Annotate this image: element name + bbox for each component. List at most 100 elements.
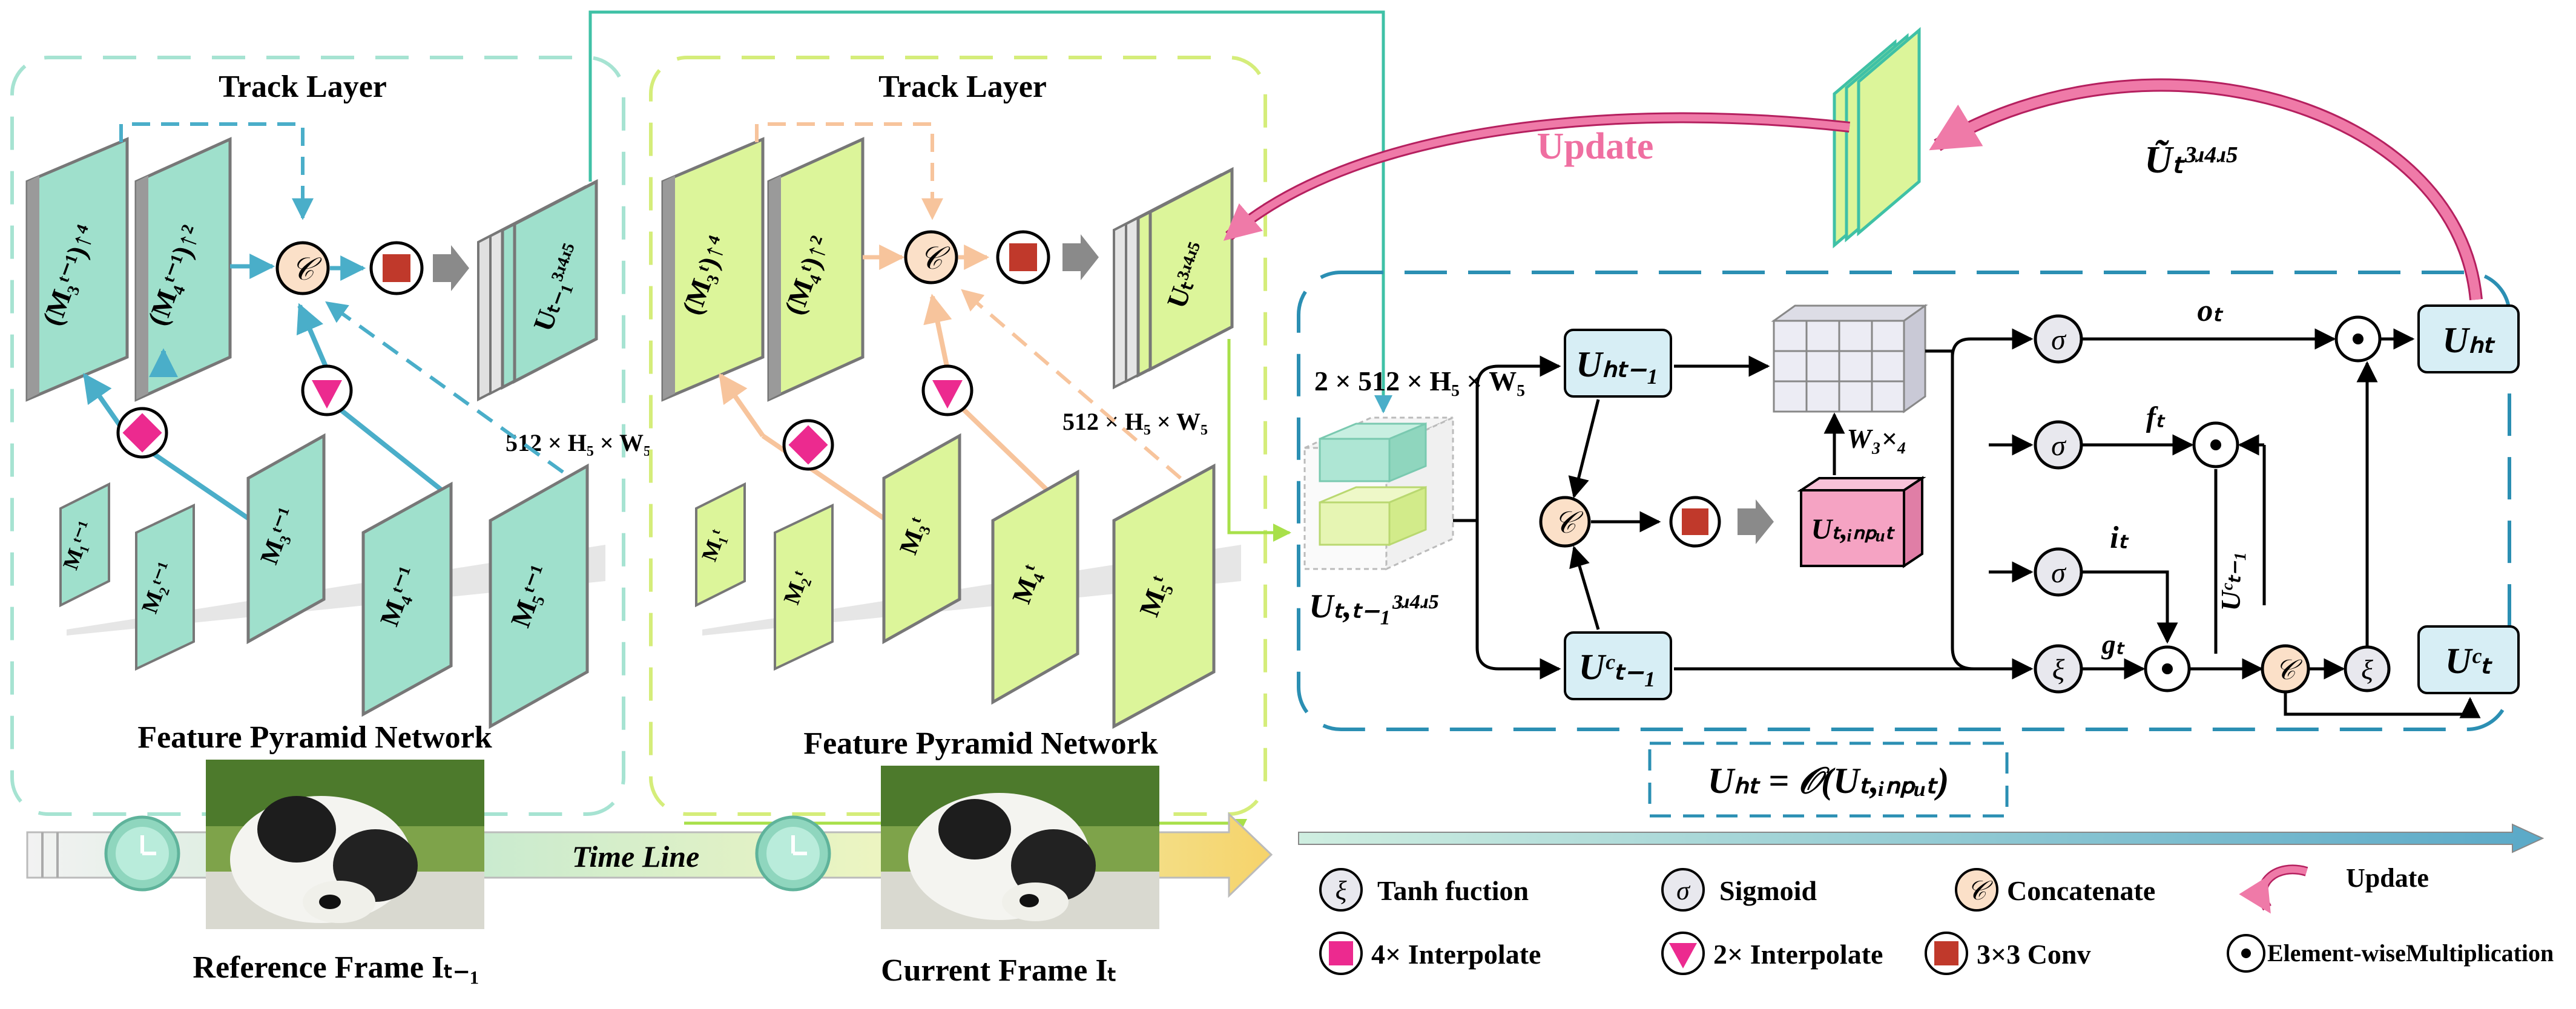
middle-top-layer-1: (M₃ᵗ)↑⁴ xyxy=(661,137,765,402)
final-concat-node xyxy=(2261,644,2310,694)
line-to-uh-prev xyxy=(1475,355,1561,521)
left-pyramid-base xyxy=(67,545,605,636)
left-gray-arrow xyxy=(433,245,469,291)
clock-icon xyxy=(755,815,831,892)
middle-pyramid-m5: M₅ᵗ xyxy=(1112,463,1216,729)
left-output-stack: Uₜ₋₁³ʴ⁴ʴ⁵ xyxy=(477,179,598,402)
left-top-layer-1: (M₃ᵗ⁻¹)↑⁴ xyxy=(25,137,129,402)
middle-arrow-m4-interp xyxy=(961,407,1049,492)
middle-interp4-shape xyxy=(788,425,828,465)
mult-o-dot xyxy=(2353,334,2364,344)
sigma-f-symbol: σ xyxy=(2051,430,2067,462)
formula-box xyxy=(1648,741,2009,818)
middle-dashed-m5 xyxy=(961,289,1182,480)
ot-label: oₜ xyxy=(2197,294,2224,328)
xi-g-node xyxy=(2034,644,2083,694)
middle-pyramid-base xyxy=(702,545,1241,636)
uh-out-box xyxy=(2417,304,2520,373)
legend-interp2: 2× Interpolate xyxy=(1661,932,1883,975)
middle-fpn-title: Feature Pyramid Network xyxy=(803,726,1158,761)
sigma-f-node xyxy=(2034,420,2083,470)
middle-pyramid-m2: M₂ᵗ xyxy=(774,503,834,671)
legend-interp4: 4× Interpolate xyxy=(1319,932,1541,975)
middle-dim-label: 512 × H₅ × W₅ xyxy=(1062,408,1208,435)
weight-label: W₃×₄ xyxy=(1846,423,1906,454)
legend: ξ Tanh fuction σ Sigmoid 𝒞 Concatenate U… xyxy=(1319,863,2554,975)
uc-out-box xyxy=(2417,625,2520,694)
tanh-icon xyxy=(1319,868,1363,912)
middle-interp2-shape xyxy=(932,380,963,409)
it-label: iₜ xyxy=(2110,521,2129,555)
legend-conv-label: 3×3 Conv xyxy=(1977,939,2091,970)
update-panel: Update Ũₜ³ʴ⁴ʴ⁵ 2 × 512 × H₅ × W₅ Uₜ,ₜ₋₁³… xyxy=(1223,27,2545,853)
gt-label: gₜ xyxy=(2101,629,2126,660)
middle-panel: Track Layer (M₃ᵗ)↑⁴ (M₄ᵗ)↑² 𝒞 Uₜ³ʴ⁴ʴ⁵ 51… xyxy=(649,56,1267,816)
left-interp2-shape xyxy=(312,380,342,409)
update-icon xyxy=(2239,866,2308,914)
mult-f-dot xyxy=(2210,439,2221,450)
left-top-layer-2: (M₄ᵗ⁻¹)↑² xyxy=(134,137,232,402)
legend-tanh-label: Tanh fuction xyxy=(1377,875,1529,906)
legend-interp2-label: 2× Interpolate xyxy=(1713,939,1883,970)
conv-icon-square xyxy=(1934,941,1958,965)
timeline: Time Line xyxy=(26,760,1273,988)
legend-concatenate: 𝒞 Concatenate xyxy=(1955,868,2155,912)
left-dashed-m5 xyxy=(325,301,564,474)
line-to-uc-prev xyxy=(1475,521,1561,680)
current-frame-caption: Current Frame Iₜ xyxy=(881,953,1117,988)
uh-prev-label: Uₕₜ₋₁ xyxy=(1576,344,1659,384)
xi-c-symbol: ξ xyxy=(2361,654,2373,685)
middle-output-stack: Uₜ³ʴ⁴ʴ⁵ xyxy=(1113,166,1234,390)
xi-g-symbol: ξ xyxy=(2052,654,2065,686)
reference-frame-caption: Reference Frame Iₜ₋₁ xyxy=(193,950,479,985)
legend-update-label: Update xyxy=(2346,863,2429,893)
sigmoid-icon xyxy=(1661,868,1705,912)
left-pyramid-m4: M₄ᵗ⁻¹ xyxy=(361,481,453,717)
update-gray-arrow xyxy=(1738,499,1774,544)
left-concat-node xyxy=(275,241,330,295)
to-sigma-o xyxy=(1951,328,2034,358)
legend-interp4-label: 4× Interpolate xyxy=(1371,939,1541,970)
it-line xyxy=(2083,570,2178,644)
concat-to-uct xyxy=(2284,693,2481,718)
timeline-label: Time Line xyxy=(572,840,700,873)
legend-conv: 3×3 Conv xyxy=(1925,932,2091,975)
sigmoid-symbol: σ xyxy=(1676,876,1691,905)
interp2-icon-triangle xyxy=(1669,943,1697,968)
left-pyramid-m3: M₃ᵗ⁻¹ xyxy=(246,433,326,645)
pink-update-arrow-from-uht xyxy=(1929,80,2481,300)
clock-icon xyxy=(104,815,180,892)
updated-feature-stack xyxy=(1833,27,1921,249)
uh-to-concat xyxy=(1568,399,1600,499)
update-conv-square xyxy=(1682,508,1708,535)
middle-arrow-interp-top1 xyxy=(718,373,765,438)
left-fpn-title: Feature Pyramid Network xyxy=(137,720,492,755)
middle-dashed-feedback xyxy=(755,122,943,220)
left-pyramid-m2: M₂ᵗ⁻¹ xyxy=(135,503,195,671)
weight-grid xyxy=(1771,304,1928,413)
gate-trunk xyxy=(1951,351,1974,671)
sigma-i-node xyxy=(2034,547,2083,597)
xi-c-node xyxy=(2344,645,2391,692)
formula-text: Uₕₜ = 𝒪(Uₜ,ᵢₙₚᵤₜ) xyxy=(1708,761,1949,801)
middle-gray-arrow xyxy=(1062,234,1099,280)
mult-i-dot xyxy=(2162,663,2173,674)
middle-arrow-interp-concat xyxy=(923,294,952,370)
middle-pyramid-m4: M₄ᵗ xyxy=(991,469,1079,705)
left-track-layer-title: Track Layer xyxy=(219,70,387,104)
uh-out-label: Uₕₜ xyxy=(2442,320,2495,360)
u-tilde-label: Ũₜ³ʴ⁴ʴ⁵ xyxy=(2144,138,2239,181)
left-to-cube-line xyxy=(588,10,1392,413)
middle-top-layer-2: (M₄ᵗ)↑² xyxy=(767,137,865,402)
ft-label: fₜ xyxy=(2146,401,2166,433)
concatenate-icon xyxy=(1955,868,1998,912)
uh-prev-box xyxy=(1564,329,1672,398)
update-label: Update xyxy=(1537,126,1654,167)
sigma-o-node xyxy=(2034,314,2083,364)
uc-to-concat xyxy=(1569,545,1600,630)
legend-sigmoid-label: Sigmoid xyxy=(1719,875,1817,906)
middle-pyramid-m3: M₃ᵗ xyxy=(882,433,961,645)
bottom-gradient-arrow xyxy=(1298,823,2545,853)
